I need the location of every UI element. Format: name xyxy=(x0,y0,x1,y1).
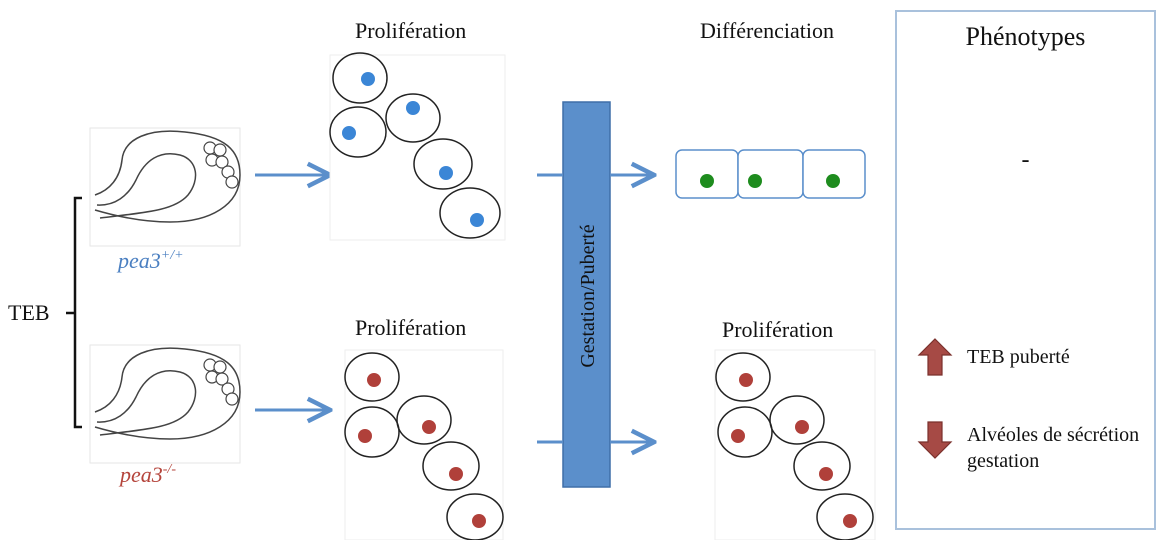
phenotypes-title: Phénotypes xyxy=(965,22,1086,51)
cell xyxy=(344,352,400,402)
cell xyxy=(439,187,501,239)
cell xyxy=(329,106,387,158)
cell xyxy=(769,395,825,445)
cell xyxy=(717,406,773,458)
phenotypes-panel: Phénotypes - TEB puberté Alvéoles de séc… xyxy=(895,10,1156,530)
down-arrow-icon xyxy=(917,421,953,459)
cell xyxy=(413,138,473,190)
teb-bracket xyxy=(66,196,82,429)
differentiated-cells xyxy=(675,149,866,199)
cell xyxy=(816,493,874,540)
genotype-label-knockout: pea3-/- xyxy=(118,462,176,487)
gestation-bar-label: Gestation/Puberté xyxy=(577,224,599,367)
proliferation-label-top: Prolifération xyxy=(355,18,466,43)
teb-label: TEB xyxy=(8,300,50,325)
cell xyxy=(332,52,388,104)
gland-schematic-wildtype xyxy=(89,127,241,247)
cell xyxy=(715,352,771,402)
phenotype-secretory-alveoli: Alvéoles de sécrétion gestation xyxy=(967,424,1140,472)
proliferation-label-right: Prolifération xyxy=(722,317,833,342)
differentiation-label: Différenciation xyxy=(700,18,834,43)
cell xyxy=(396,395,452,445)
proliferation-label-bottom: Prolifération xyxy=(355,315,466,340)
gland-schematic-knockout xyxy=(89,344,241,464)
cell xyxy=(446,493,504,540)
proliferating-cells-knockout xyxy=(344,349,504,540)
wildtype-phenotype-value: - xyxy=(1021,147,1030,173)
gestation-puberty-bar: Gestation/Puberté xyxy=(562,101,611,488)
proliferating-cells-knockout-after xyxy=(714,349,876,540)
cell xyxy=(793,441,851,491)
phenotype-teb-puberty: TEB puberté xyxy=(967,346,1070,368)
up-arrow-icon xyxy=(917,338,953,376)
genotype-label-wildtype: pea3+/+ xyxy=(116,248,184,273)
cell xyxy=(344,406,400,458)
cell xyxy=(385,93,441,143)
cell xyxy=(422,441,480,491)
proliferating-cells-wildtype xyxy=(329,52,506,241)
